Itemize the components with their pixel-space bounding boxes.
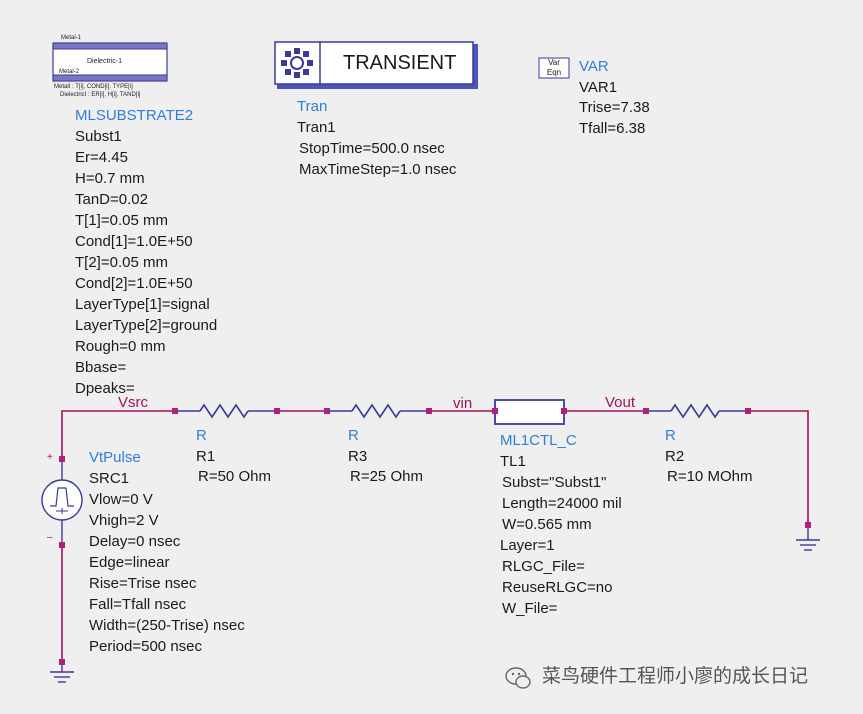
source-param: Vlow=0 V <box>89 491 153 508</box>
var-icon-line1: Var <box>548 58 560 67</box>
source-param: Fall=Tfall nsec <box>89 596 187 613</box>
wire-vsrc <box>61 410 175 459</box>
r1-component-label: R <box>196 427 207 444</box>
net-label-vin: vin <box>453 395 473 412</box>
var-instance-name: VAR1 <box>579 79 618 96</box>
tline-param: W_File= <box>502 600 558 617</box>
tline-param: W=0.565 mm <box>502 516 592 533</box>
tline-component-label: ML1CTL_C <box>500 432 577 449</box>
pins <box>59 408 811 665</box>
pin-ground-source <box>59 659 65 665</box>
var-param: Trise=7.38 <box>579 99 650 116</box>
transient-component-label: Tran <box>297 98 328 115</box>
pin-r1-left <box>172 408 178 414</box>
substrate-legend-dielectric: DielectricI : ER[i], H[i], TAND[i] <box>60 92 141 98</box>
r1-param: R=50 Ohm <box>198 468 271 485</box>
net-label-vsrc: Vsrc <box>118 394 148 411</box>
substrate-param: TanD=0.02 <box>75 191 148 208</box>
pin-r1-right <box>274 408 280 414</box>
net-label-vout: Vout <box>605 394 636 411</box>
ground-source-symbol[interactable] <box>50 665 74 683</box>
substrate-dielectric1-label: Dielectric-1 <box>87 58 123 65</box>
tline-param: RLGC_File= <box>502 558 585 575</box>
source-param: Rise=Trise nsec <box>89 575 197 592</box>
transient-param: MaxTimeStep=1.0 nsec <box>299 161 457 178</box>
r2-component-label: R <box>665 427 676 444</box>
pulse-source-symbol[interactable] <box>41 462 83 542</box>
var-eqn-icon[interactable] <box>538 57 570 79</box>
r3-component-label: R <box>348 427 359 444</box>
wechat-icon <box>505 667 531 689</box>
resistor-r2-symbol[interactable] <box>646 403 748 419</box>
source-param: Delay=0 nsec <box>89 533 181 550</box>
substrate-param: H=0.7 mm <box>75 170 145 187</box>
tline-tl1-symbol[interactable] <box>494 399 565 425</box>
tline-instance-name: TL1 <box>500 453 526 470</box>
substrate-instance-name: Subst1 <box>75 128 122 145</box>
substrate-param: Cond[2]=1.0E+50 <box>75 275 193 292</box>
source-minus-sign: – <box>47 532 53 543</box>
substrate-param: Er=4.45 <box>75 149 128 166</box>
tline-param: ReuseRLGC=no <box>502 579 613 596</box>
r3-instance-name: R3 <box>348 448 368 465</box>
pin-r3-right <box>426 408 432 414</box>
substrate-param: Cond[1]=1.0E+50 <box>75 233 193 250</box>
substrate-icon[interactable] <box>52 42 168 82</box>
resistor-r1-symbol[interactable] <box>175 403 277 419</box>
var-component-label: VAR <box>579 58 609 75</box>
substrate-param: T[1]=0.05 mm <box>75 212 168 229</box>
resistor-r3-symbol[interactable] <box>327 403 429 419</box>
pin-tl1-left <box>492 408 498 414</box>
substrate-param: Bbase= <box>75 359 127 376</box>
tline-param: Subst="Subst1" <box>502 474 607 491</box>
r2-instance-name: R2 <box>665 448 685 465</box>
pin-r3-left <box>324 408 330 414</box>
wire-r2-ground <box>748 410 809 525</box>
substrate-param: Rough=0 mm <box>75 338 166 355</box>
tline-param: Layer=1 <box>500 537 555 554</box>
pin-source-minus <box>59 542 65 548</box>
pin-ground-r2 <box>805 522 811 528</box>
watermark-text: 菜鸟硬件工程师小廖的成长日记 <box>542 665 809 687</box>
substrate-legend-metal: MetalI : T[i], COND[i], TYPE[i] <box>54 84 133 90</box>
substrate-param: LayerType[2]=ground <box>75 317 218 334</box>
source-component-label: VtPulse <box>89 449 141 466</box>
substrate-param: T[2]=0.05 mm <box>75 254 168 271</box>
source-plus-sign: + <box>47 452 53 463</box>
source-param: Width=(250-Trise) nsec <box>89 617 245 634</box>
transient-icon <box>281 48 313 78</box>
substrate-metal1-label: Metal-1 <box>61 35 82 41</box>
transient-param: StopTime=500.0 nsec <box>299 140 445 157</box>
substrate-metal2-label: Metal-2 <box>59 69 80 75</box>
source-param: Period=500 nsec <box>89 638 202 655</box>
tline-param: Length=24000 mil <box>502 495 622 512</box>
substrate-param: Dpeaks= <box>75 380 135 397</box>
source-instance-name: SRC1 <box>89 470 130 487</box>
substrate-component-label: MLSUBSTRATE2 <box>75 107 194 124</box>
source-param: Edge=linear <box>89 554 170 571</box>
pin-source-plus <box>59 456 65 462</box>
var-icon-line2: Eqn <box>546 68 562 77</box>
pin-r2-left <box>643 408 649 414</box>
var-param: Tfall=6.38 <box>579 120 646 137</box>
transient-instance-name: Tran1 <box>297 119 336 136</box>
r3-param: R=25 Ohm <box>350 468 423 485</box>
ground-r2-symbol[interactable] <box>796 528 820 551</box>
r1-instance-name: R1 <box>196 448 216 465</box>
transient-button-label: TRANSIENT <box>343 52 457 74</box>
r2-param: R=10 MOhm <box>667 468 753 485</box>
source-param: Vhigh=2 V <box>89 512 159 529</box>
wires <box>61 410 809 662</box>
pin-r2-right <box>745 408 751 414</box>
pin-tl1-right <box>561 408 567 414</box>
substrate-param: LayerType[1]=signal <box>75 296 210 313</box>
